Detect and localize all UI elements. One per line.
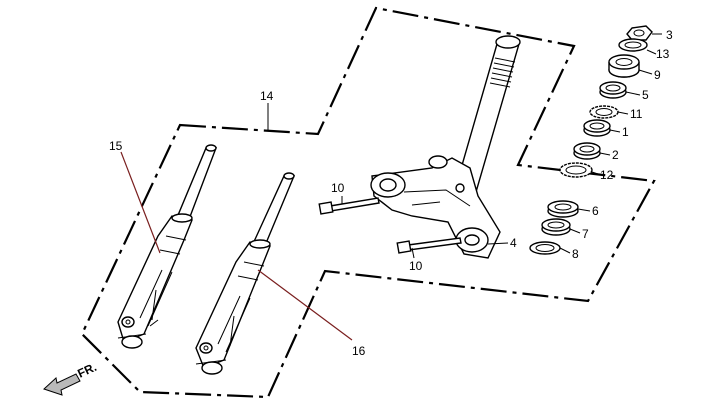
dust-seal-washer: [529, 241, 561, 255]
washer: [618, 38, 648, 52]
left-fork-leg: [117, 144, 218, 349]
callout-14: 14: [260, 89, 274, 103]
steel-ball-race-upper: [589, 105, 619, 119]
callout-10-lower: 10: [409, 259, 423, 273]
callout-labels: 3 13 9 5 11 1 2 12 6 7 8 4 10 10 14 15 1…: [109, 28, 673, 358]
callout-5: 5: [642, 88, 649, 102]
right-fork-leg: [195, 172, 296, 375]
callout-6: 6: [592, 204, 599, 218]
callout-2: 2: [612, 148, 619, 162]
callout-1: 1: [622, 125, 629, 139]
callout-8: 8: [572, 247, 579, 261]
callout-4: 4: [510, 236, 517, 250]
callout-9: 9: [654, 68, 661, 82]
callout-16: 16: [352, 344, 366, 358]
callout-12: 12: [600, 168, 614, 182]
pinch-bolt-upper: [318, 197, 380, 215]
callout-10-upper: 10: [331, 181, 345, 195]
lock-nut: [626, 25, 653, 41]
callout-15: 15: [109, 139, 123, 153]
assembly-boundary: [80, 6, 656, 399]
bearing-stack: [529, 25, 653, 255]
callout-3: 3: [666, 28, 673, 42]
direction-label: FR.: [75, 360, 98, 381]
steering-stem: [370, 35, 521, 259]
arrow-icon: [43, 373, 81, 396]
callout-13: 13: [656, 47, 670, 61]
callout-11: 11: [630, 107, 643, 121]
callout-7: 7: [582, 227, 589, 241]
front-direction-arrow: FR.: [43, 360, 99, 396]
leader-lines: [120, 33, 662, 341]
pinch-bolt-lower: [396, 237, 462, 254]
steel-ball-race-lower: [559, 162, 593, 178]
